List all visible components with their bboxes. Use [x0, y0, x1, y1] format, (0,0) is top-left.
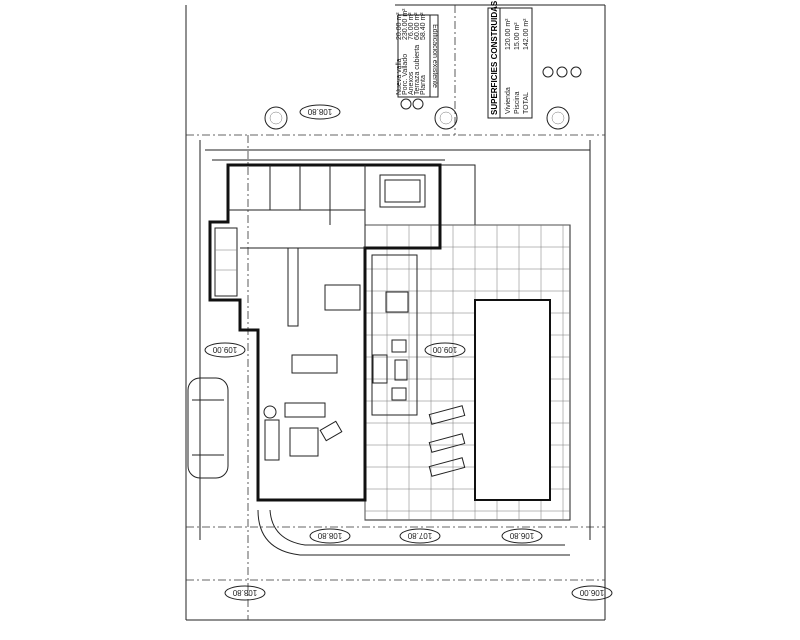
- svg-text:Porc. Vallado: Porc. Vallado: [402, 54, 409, 95]
- lot-boundary: [185, 4, 606, 621]
- svg-text:120.00 m²: 120.00 m²: [505, 18, 512, 50]
- trees: [264, 66, 582, 130]
- table-existing-rows: Planta 58.40 m² Terraza cubierta 60.00 m…: [396, 8, 427, 95]
- furniture: [263, 174, 466, 477]
- svg-text:109.00: 109.00: [432, 345, 457, 354]
- svg-text:20.00 m²: 20.00 m²: [396, 12, 403, 40]
- svg-text:60.00 m²: 60.00 m²: [414, 12, 421, 40]
- car: [187, 377, 229, 479]
- svg-text:Planta: Planta: [420, 75, 427, 95]
- svg-text:107.80: 107.80: [407, 531, 432, 540]
- svg-text:106.80: 106.80: [509, 531, 534, 540]
- svg-text:58.40 m²: 58.40 m²: [420, 12, 427, 40]
- svg-text:Anexos: Anexos: [408, 71, 415, 95]
- svg-text:109.00: 109.00: [212, 345, 237, 354]
- driveway-curve: [257, 509, 570, 556]
- svg-text:TOTAL: TOTAL: [523, 92, 530, 114]
- svg-text:106.00: 106.00: [579, 588, 604, 597]
- svg-text:108.80: 108.80: [232, 588, 257, 597]
- svg-text:108.80: 108.80: [307, 107, 332, 116]
- svg-text:Vivienda: Vivienda: [505, 87, 512, 114]
- svg-text:76.00 m²: 76.00 m²: [408, 12, 415, 40]
- table-built: SUPERFICIES CONSTRUIDAS Vivienda 120.00 …: [487, 0, 533, 119]
- pool: [474, 299, 551, 501]
- house-walls: [208, 159, 445, 502]
- table-existing: Edificación existente Planta 58.40 m² Te…: [396, 8, 439, 98]
- svg-text:Edificación existente: Edificación existente: [431, 24, 438, 88]
- svg-text:230.00 m²: 230.00 m²: [402, 8, 409, 40]
- svg-text:142.00 m²: 142.00 m²: [523, 18, 530, 50]
- svg-text:Terraza cubierta: Terraza cubierta: [414, 45, 421, 95]
- elevation-labels: 108.80 109.00 109.00 108.80 107.80 106.8…: [204, 104, 613, 601]
- table-built-title: SUPERFICIES CONSTRUIDAS: [490, 0, 499, 115]
- svg-text:Nueva valla: Nueva valla: [396, 58, 403, 95]
- svg-text:15.00 m²: 15.00 m²: [514, 22, 521, 50]
- svg-text:108.80: 108.80: [317, 531, 342, 540]
- svg-text:Piscina: Piscina: [514, 91, 521, 114]
